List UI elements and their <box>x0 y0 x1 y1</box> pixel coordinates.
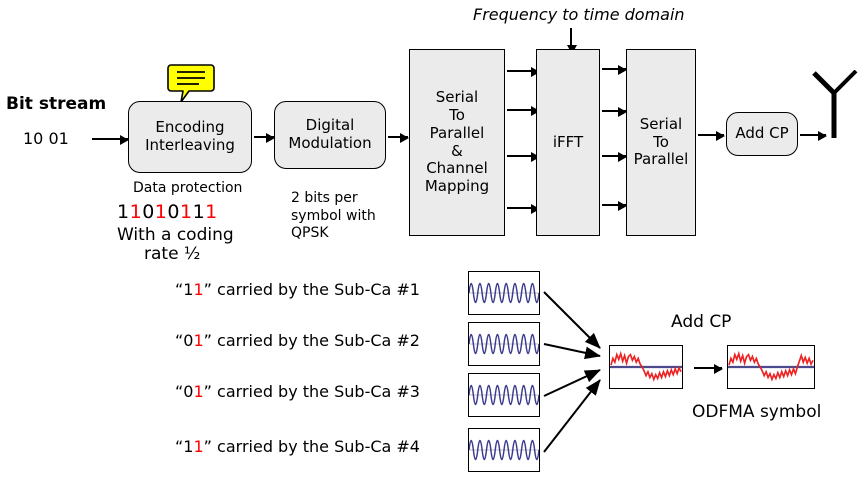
subcarrier-bit2-2: 1 <box>193 331 204 350</box>
block-encoding-interleaving[interactable]: Encoding Interleaving <box>128 101 252 173</box>
subcarrier-label-1: “11” carried by the Sub-Ca #1 <box>175 280 420 299</box>
quote-open-2: “ <box>175 331 184 350</box>
sp-to-ifft-arrow-1 <box>507 67 540 77</box>
subcarrier-bit2-3: 1 <box>193 382 204 401</box>
block-ifft[interactable]: iFFT <box>536 49 600 236</box>
subcarrier-bit2-4: 1 <box>193 437 204 456</box>
coded-bit-8: 1 <box>205 201 218 223</box>
subcarrier-label-3: “01” carried by the Sub-Ca #3 <box>175 382 420 401</box>
subcarrier-bit1-1: 1 <box>183 280 194 299</box>
data-protection-note: Data protection <box>133 180 243 196</box>
coding-rate-note-line2: rate ½ <box>144 244 201 264</box>
sp-to-ifft-arrow-4 <box>507 204 540 214</box>
frequency-to-time-domain-note: Frequency to time domain <box>473 5 685 24</box>
block-digital-modulation-label: Digital Modulation <box>288 116 372 152</box>
quote-open-4: “ <box>175 437 184 456</box>
block-serial-to-parallel-channel-mapping-label: Serial To Parallel & Channel Mapping <box>424 88 490 195</box>
block-add-cp-label: Add CP <box>735 124 789 143</box>
ifft-to-sp-arrow-2 <box>602 107 627 117</box>
subcarrier-text-2: ” carried by the Sub-Ca #2 <box>203 331 420 350</box>
subcarrier-waveform-2 <box>468 322 540 366</box>
coded-bit-1: 1 <box>117 201 130 223</box>
add-cp-section-label: Add CP <box>671 312 732 332</box>
addcp-to-antenna-arrow <box>800 131 827 141</box>
sp-to-ifft-arrow-2 <box>507 106 540 116</box>
subcarrier-bit1-3: 0 <box>183 382 194 401</box>
ifft-to-sp-arrow-4 <box>602 201 627 211</box>
subcarrier-bit2-1: 1 <box>193 280 204 299</box>
subcarrier-waveform-1 <box>468 271 540 315</box>
block-ifft-label: iFFT <box>552 132 584 151</box>
subcarrier-waveform-4 <box>468 428 540 472</box>
subcarrier-label-4: “11” carried by the Sub-Ca #4 <box>175 437 420 456</box>
block-digital-modulation[interactable]: Digital Modulation <box>274 101 386 169</box>
ofdm-symbol-before-cp <box>609 345 683 389</box>
modulation-note: 2 bits per symbol with QPSK <box>291 190 376 241</box>
ifft-to-sp-arrow-3 <box>602 152 627 162</box>
block-serial-to-parallel[interactable]: Serial To Parallel <box>626 49 696 236</box>
comment-bubble-icon <box>167 62 215 104</box>
subcarrier-text-3: ” carried by the Sub-Ca #3 <box>203 382 420 401</box>
coded-bit-2: 1 <box>129 201 143 223</box>
block-encoding-interleaving-label: Encoding Interleaving <box>145 118 235 154</box>
sp2-to-addcp-arrow <box>698 131 725 141</box>
quote-open-3: “ <box>175 382 184 401</box>
coded-bit-7: 1 <box>192 201 206 223</box>
subcarrier-bit1-4: 1 <box>183 437 194 456</box>
block-serial-to-parallel-channel-mapping[interactable]: Serial To Parallel & Channel Mapping <box>409 49 505 236</box>
coded-bit-3: 0 <box>142 201 155 223</box>
ifft-to-sp-arrow-1 <box>602 65 627 75</box>
bit-stream-label: Bit stream <box>6 94 107 114</box>
subcarrier-text-1: ” carried by the Sub-Ca #1 <box>203 280 420 299</box>
cp-transform-arrow <box>694 364 723 374</box>
coded-bits: 11010111 <box>117 203 218 222</box>
subcarrier-text-4: ” carried by the Sub-Ca #4 <box>203 437 420 456</box>
antenna-icon <box>806 70 864 140</box>
sp-to-ifft-arrow-3 <box>507 152 540 162</box>
ofdm-symbol-with-cp <box>727 345 815 389</box>
block-serial-to-parallel-label: Serial To Parallel <box>633 114 689 169</box>
subcarrier-waveform-3 <box>468 373 540 417</box>
encoding-to-modulation-arrow <box>254 133 275 143</box>
coded-bit-4: 1 <box>154 201 168 223</box>
bit-stream-value: 10 01 <box>23 129 69 148</box>
ofdma-symbol-label: ODFMA symbol <box>692 402 822 422</box>
coded-bit-5: 0 <box>167 201 180 223</box>
subcarrier-label-2: “01” carried by the Sub-Ca #2 <box>175 331 420 350</box>
modulation-to-serial-arrow <box>388 133 409 143</box>
input-to-encoding-arrow <box>92 135 129 145</box>
block-add-cp[interactable]: Add CP <box>726 112 798 156</box>
coded-bit-6: 1 <box>179 201 193 223</box>
quote-open-1: “ <box>175 280 184 299</box>
subcarrier-bit1-2: 0 <box>183 331 194 350</box>
coding-rate-note-line1: With a coding <box>117 225 234 245</box>
